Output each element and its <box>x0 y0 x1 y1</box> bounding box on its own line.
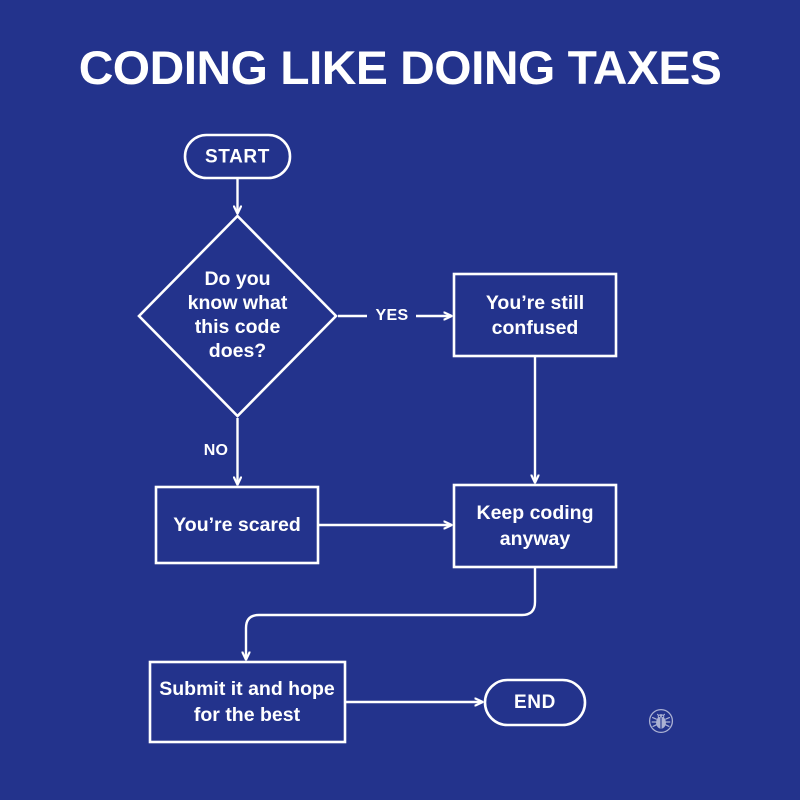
node-decision[interactable]: Do you know what this code does? <box>137 214 338 418</box>
node-keep-coding[interactable]: Keep coding anyway <box>452 483 618 569</box>
node-still-confused-line-1: You’re still <box>486 292 584 314</box>
node-end-label: END <box>514 692 556 713</box>
node-decision-line-2: know what <box>188 292 288 314</box>
connector-keep-coding-to-submit <box>246 567 537 659</box>
node-still-confused[interactable]: You’re still confused <box>452 272 618 358</box>
end-pill-shape <box>483 678 587 727</box>
node-submit-line-1: Submit it and hope <box>159 678 335 700</box>
page-title: CODING LIKE DOING TAXES <box>78 41 722 94</box>
still-confused-box-shape <box>452 272 618 358</box>
node-scared-label: You’re scared <box>173 514 301 536</box>
node-still-confused-line-2: confused <box>492 317 579 339</box>
node-submit-line-2: for the best <box>194 704 301 726</box>
node-end[interactable]: END <box>483 678 587 727</box>
node-scared[interactable]: You’re scared <box>154 485 320 565</box>
node-start[interactable]: START <box>183 133 292 180</box>
node-submit[interactable]: Submit it and hope for the best <box>148 660 347 744</box>
node-decision-line-1: Do you <box>204 268 270 290</box>
node-keep-coding-line-1: Keep coding <box>476 502 593 524</box>
submit-box-shape <box>148 660 347 744</box>
node-decision-line-3: this code <box>195 316 281 338</box>
edge-label-yes: YES <box>376 307 409 324</box>
bug-icon <box>648 708 674 734</box>
node-keep-coding-line-2: anyway <box>500 528 571 550</box>
edge-label-no: NO <box>204 442 229 459</box>
node-start-label: START <box>205 147 270 168</box>
decision-diamond-shape <box>137 214 338 418</box>
node-decision-line-4: does? <box>209 340 266 362</box>
keep-coding-box-shape <box>452 483 618 569</box>
